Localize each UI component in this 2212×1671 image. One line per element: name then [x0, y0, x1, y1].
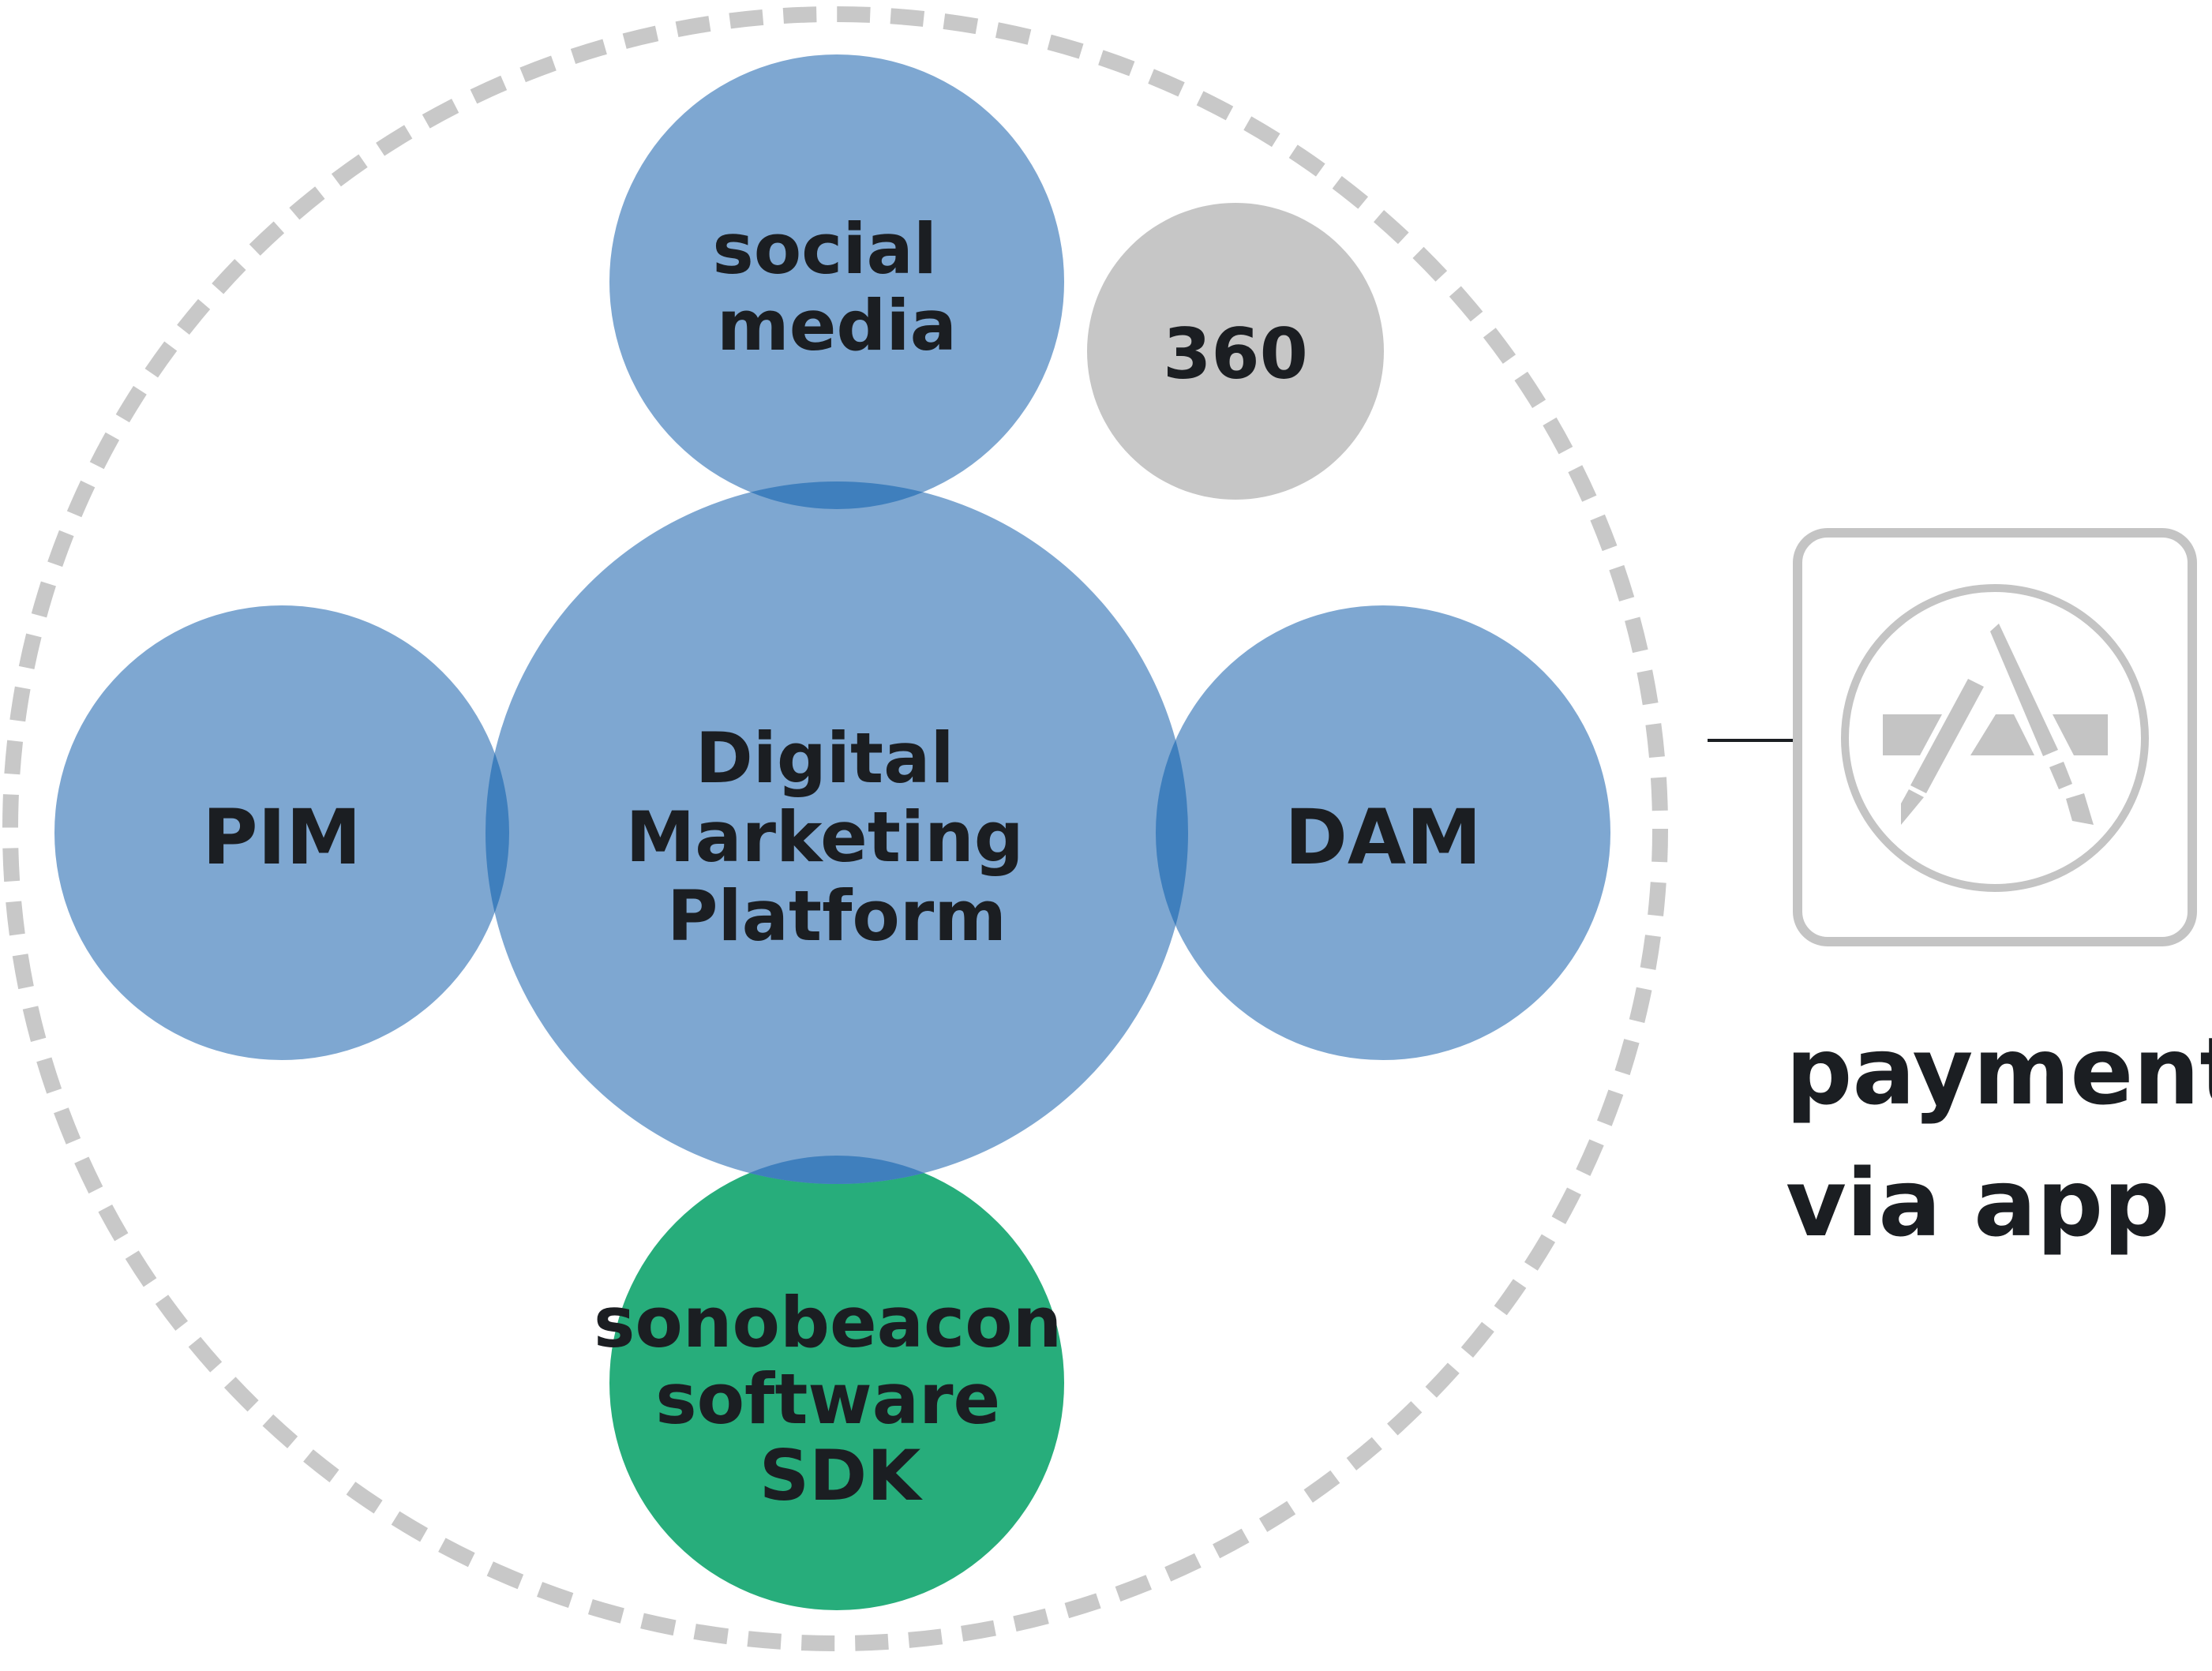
sonobeacon-label-line: sonobeacon: [594, 1282, 1062, 1363]
pim-label: PIM: [202, 793, 362, 882]
platform-label: Digital Marketing Platform: [626, 717, 1048, 957]
platform-label-line: Platform: [667, 875, 1007, 957]
pim-circle: [54, 605, 509, 1060]
app-store-icon: [1793, 528, 2197, 946]
payment-label-line: payment: [1786, 1017, 2212, 1126]
social-media-circle: [609, 54, 1064, 509]
platform-label-line: Marketing: [626, 796, 1024, 878]
three-sixty-label: 360: [1163, 313, 1308, 395]
three-sixty-circle: [1087, 203, 1384, 500]
ecosystem-boundary: [2, 6, 1668, 1651]
sonobeacon-label-line: SDK: [759, 1435, 923, 1516]
dam-label: DAM: [1284, 793, 1482, 882]
sonobeacon-label-line: software: [655, 1358, 1000, 1440]
dam-circle: [1156, 605, 1610, 1060]
sonobeacon-label: sonobeacon software SDK: [594, 1282, 1086, 1516]
social-media-label: social media: [712, 208, 961, 366]
payment-label-line: via app: [1786, 1148, 2170, 1257]
payment-label: payment via app: [1786, 1017, 2212, 1257]
platform-circle: [486, 481, 1188, 1184]
social-media-label-line: social: [712, 208, 937, 290]
social-media-label-line: media: [717, 285, 957, 366]
platform-label-line: Digital: [695, 717, 954, 799]
sonobeacon-circle: [609, 1156, 1064, 1610]
